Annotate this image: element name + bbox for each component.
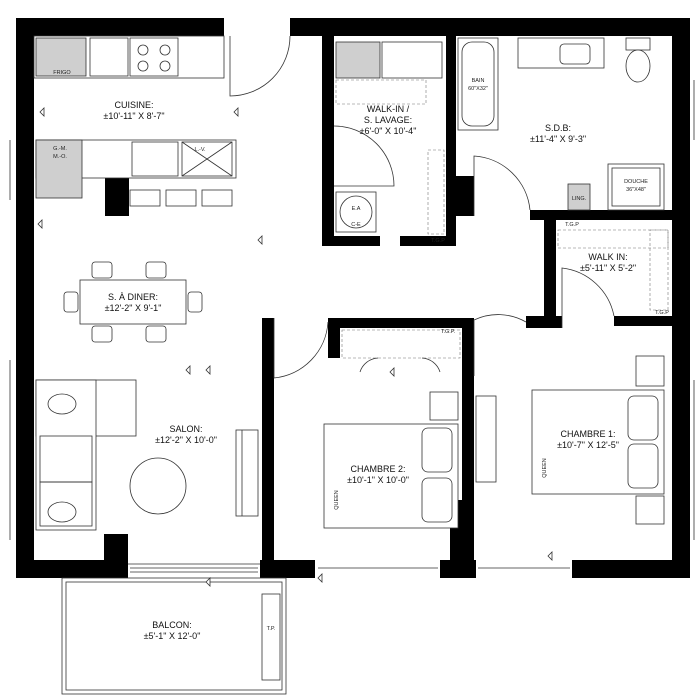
toilet-tank bbox=[625, 37, 651, 51]
queen-label-2: QUEEN bbox=[334, 490, 340, 510]
shower bbox=[607, 163, 665, 211]
room-name-balcon: BALCON: bbox=[152, 620, 192, 630]
water-heater bbox=[335, 191, 377, 233]
dining-table bbox=[79, 279, 187, 325]
washer bbox=[335, 41, 381, 79]
electrical-markers bbox=[37, 107, 553, 587]
room-dim-chambre2: ±10'-1" X 10'-0" bbox=[347, 475, 409, 485]
room-name-cuisine: CUISINE: bbox=[114, 100, 153, 110]
interior-walls bbox=[262, 36, 672, 560]
coffee-table bbox=[129, 457, 187, 515]
room-dim-balcon: ±5'-1" X 12'-0" bbox=[144, 631, 201, 641]
tgp-chambre2: T.G.P. bbox=[441, 329, 456, 335]
stove-top bbox=[129, 37, 179, 77]
room-dim-cuisine: ±10'-11" X 8'-7" bbox=[103, 111, 164, 121]
ling-label: LING. bbox=[572, 196, 587, 202]
room-name-sdb: S.D.B: bbox=[545, 123, 571, 133]
ea-label: E.A bbox=[352, 206, 361, 212]
oven bbox=[131, 141, 179, 177]
douche-size-label: 36"X48" bbox=[626, 187, 646, 193]
chambre2-door bbox=[273, 318, 329, 379]
dishwasher-microwave bbox=[35, 139, 83, 199]
room-dim-chambre1: ±10'-7" X 12'-5" bbox=[557, 440, 619, 450]
room-dim-salon: ±12'-2" X 10'-0" bbox=[155, 435, 217, 445]
windows bbox=[9, 80, 695, 573]
mo-label: M.-O. bbox=[53, 154, 67, 160]
room-name-chambre2: CHAMBRE 2: bbox=[350, 464, 405, 474]
gm-label: G.-M. bbox=[53, 146, 67, 152]
walkin-door bbox=[561, 267, 615, 328]
tgp-walkin-bottom: T.G.P bbox=[655, 310, 669, 316]
bathtub bbox=[457, 37, 499, 131]
tgp-walkin-lavage: T.G.P bbox=[431, 238, 445, 244]
dining: S. À DINER: ±12'-2" X 9'-1" bbox=[63, 261, 203, 343]
sdb-door bbox=[473, 155, 531, 216]
walkin-closet: T.G.P T.G.P WALK IN: ±5'-11" X 5'-2" bbox=[557, 222, 669, 328]
bedroom-2: T.G.P. QUEEN CHAMBRE 2: ±10'-1" X 10'-0" bbox=[273, 318, 461, 529]
entry-door bbox=[229, 35, 291, 97]
heat-pump bbox=[261, 593, 281, 681]
living-room: SALON: ±12'-2" X 10'-0" bbox=[35, 379, 260, 565]
tv-unit bbox=[235, 429, 259, 517]
douche-label: DOUCHE bbox=[624, 179, 648, 185]
bain-size-label: 60"X32" bbox=[468, 86, 488, 92]
room-dim-walkin: ±5'-11" X 5'-2" bbox=[580, 263, 636, 273]
room-dim-sdb: ±11'-4" X 9'-3" bbox=[530, 134, 586, 144]
tgp-walkin-top: T.G.P bbox=[565, 222, 579, 228]
queen-label-1: QUEEN bbox=[542, 458, 548, 478]
room-name-chambre1: CHAMBRE 1: bbox=[560, 429, 615, 439]
room-name-walkin: WALK IN: bbox=[588, 252, 627, 262]
exterior-walls bbox=[16, 18, 690, 578]
room-dim-walkin-lavage: ±6'-0" X 10'-4" bbox=[360, 126, 417, 136]
toilet-bowl bbox=[625, 49, 651, 83]
room-name-salon: SALON: bbox=[169, 424, 202, 434]
chambre1-door bbox=[473, 314, 527, 376]
bedroom-1: QUEEN CHAMBRE 1: ±10'-7" X 12'-5" bbox=[473, 314, 665, 525]
room-name-walkin-2: S. LAVAGE: bbox=[364, 115, 412, 125]
balcony: T.P. BALCON: ±5'-1" X 12'-0" bbox=[61, 577, 287, 695]
lv-label: L.-V. bbox=[194, 147, 206, 153]
room-name-walkin-1: WALK-IN / bbox=[367, 104, 410, 114]
walkin-lavage-door bbox=[333, 125, 395, 187]
kitchen: FRIGO G.-M. M.-O. L.-V. CUISINE: ±10'-11… bbox=[33, 35, 291, 207]
walkin-lavage: E.A C-E T.G.P WALK-IN / S. LAVAGE: ±6'-0… bbox=[333, 41, 445, 244]
ce-label: C-E bbox=[351, 222, 361, 228]
frigo-label: FRIGO bbox=[53, 70, 71, 76]
linen-closet bbox=[567, 183, 591, 211]
bathroom: BAIN 60"X32" DOUCHE 36"X48" LING. S.D.B:… bbox=[457, 37, 665, 216]
room-dim-diner: ±12'-2" X 9'-1" bbox=[105, 303, 162, 313]
bain-label: BAIN bbox=[472, 78, 485, 84]
room-name-diner: S. À DINER: bbox=[108, 292, 158, 302]
fridge bbox=[35, 37, 87, 77]
tp-label: T.P. bbox=[267, 626, 276, 632]
